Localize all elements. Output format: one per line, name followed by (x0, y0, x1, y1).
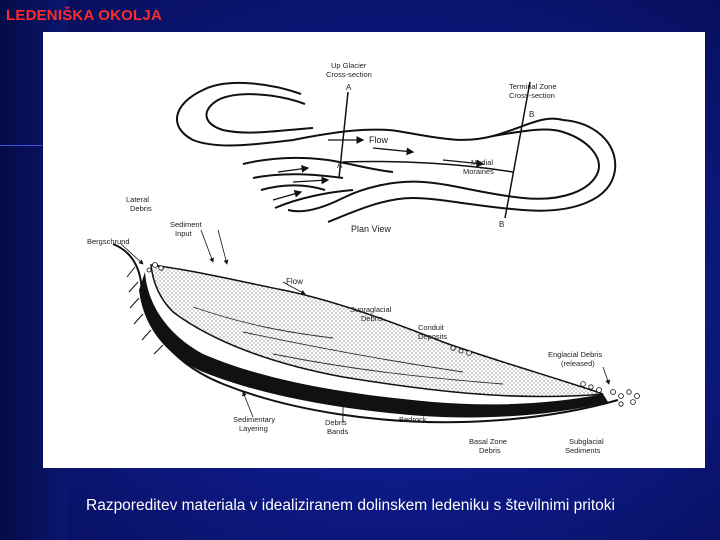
label-subglacial-sediments: Sediments (565, 446, 601, 455)
label-medial: Medial (471, 158, 493, 167)
decorative-line (0, 145, 42, 146)
label-lateral: Lateral (126, 195, 149, 204)
label-sedimentary: Sedimentary (233, 415, 275, 424)
label-sediment-input: Input (175, 229, 193, 238)
plan-view (177, 82, 615, 222)
label-b-bottom: B (499, 220, 504, 229)
label-supraglacial-debris: Debris (361, 314, 383, 323)
label-basal-zone: Basal Zone (469, 437, 507, 446)
label-subglacial: Subglacial (569, 437, 604, 446)
slide-caption: Razporeditev materiala v idealiziranem d… (86, 497, 615, 515)
label-englacial: Englacial Debris (548, 350, 602, 359)
label-b-top: B (529, 110, 534, 119)
label-sedimentary-layering: Layering (239, 424, 268, 433)
label-a-top: A (346, 83, 352, 92)
glacier-diagram: Up Glacier Cross-section A A Terminal Zo… (43, 32, 705, 468)
label-conduit: Conduit (418, 323, 445, 332)
label-lateral-debris: Debris (130, 204, 152, 213)
label-terminal-zone: Terminal Zone (509, 82, 557, 91)
slide-title: LEDENIŠKA OKOLJA (6, 7, 162, 24)
label-flow-plan: Flow (369, 135, 389, 145)
label-flow-section: Flow (286, 277, 303, 286)
label-conduit-deposits: Deposits (418, 332, 447, 341)
label-supraglacial: Supraglacial (350, 305, 392, 314)
label-englacial-released: (released) (561, 359, 595, 368)
label-cross-section: Cross-section (326, 70, 372, 79)
longitudinal-section (113, 230, 640, 422)
label-debris-bands-2: Bands (327, 427, 349, 436)
label-bedrock: Bedrock (399, 415, 427, 424)
label-moraines: Moraines (463, 167, 494, 176)
label-basal-debris: Debris (479, 446, 501, 455)
label-terminal-cross-section: Cross-section (509, 91, 555, 100)
label-debris-bands: Debris (325, 418, 347, 427)
label-sediment: Sediment (170, 220, 203, 229)
label-plan-view: Plan View (351, 224, 391, 234)
label-up-glacier: Up Glacier (331, 61, 367, 70)
label-a-bottom: A (337, 161, 343, 170)
glacier-figure: Up Glacier Cross-section A A Terminal Zo… (43, 32, 705, 468)
label-bergschrund: Bergschrund (87, 237, 130, 246)
